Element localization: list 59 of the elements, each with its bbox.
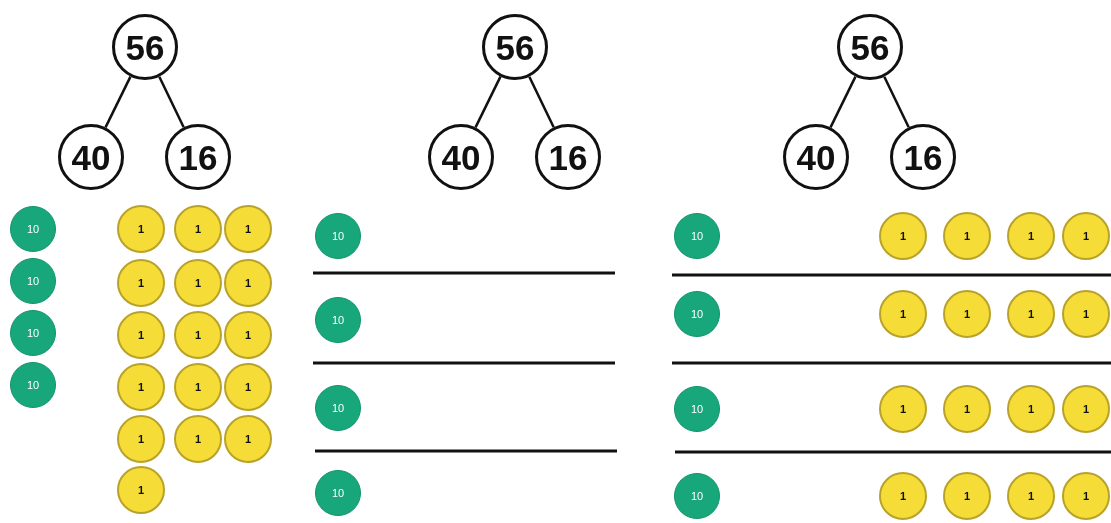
ten-counter: 10 xyxy=(315,470,361,516)
ten-counter: 10 xyxy=(674,473,720,519)
number-circle: 16 xyxy=(890,124,956,190)
connector-line xyxy=(883,76,910,128)
one-counter: 1 xyxy=(1062,212,1110,260)
number-circle: 16 xyxy=(535,124,601,190)
one-counter: 1 xyxy=(943,472,991,520)
one-counter: 1 xyxy=(117,205,165,253)
ten-counter: 10 xyxy=(315,385,361,431)
one-counter: 1 xyxy=(174,205,222,253)
one-counter: 1 xyxy=(943,290,991,338)
number-circle: 16 xyxy=(165,124,231,190)
one-counter: 1 xyxy=(117,311,165,359)
one-counter: 1 xyxy=(1062,290,1110,338)
ten-counter: 10 xyxy=(674,213,720,259)
one-counter: 1 xyxy=(879,212,927,260)
connector-line xyxy=(528,76,555,128)
one-counter: 1 xyxy=(117,415,165,463)
one-counter: 1 xyxy=(174,259,222,307)
connector-line xyxy=(474,76,502,128)
ten-counter: 10 xyxy=(10,206,56,252)
one-counter: 1 xyxy=(1062,472,1110,520)
connector-line xyxy=(829,76,857,128)
ten-counter: 10 xyxy=(10,362,56,408)
ten-counter: 10 xyxy=(10,258,56,304)
one-counter: 1 xyxy=(1007,212,1055,260)
connector-line xyxy=(104,76,132,128)
one-counter: 1 xyxy=(943,212,991,260)
one-counter: 1 xyxy=(117,363,165,411)
one-counter: 1 xyxy=(224,363,272,411)
one-counter: 1 xyxy=(943,385,991,433)
one-counter: 1 xyxy=(879,290,927,338)
one-counter: 1 xyxy=(1007,290,1055,338)
one-counter: 1 xyxy=(174,311,222,359)
ten-counter: 10 xyxy=(674,291,720,337)
one-counter: 1 xyxy=(1007,472,1055,520)
one-counter: 1 xyxy=(224,205,272,253)
connector-line xyxy=(158,76,185,128)
one-counter: 1 xyxy=(879,472,927,520)
one-counter: 1 xyxy=(1062,385,1110,433)
ten-counter: 10 xyxy=(315,213,361,259)
one-counter: 1 xyxy=(1007,385,1055,433)
number-circle: 40 xyxy=(783,124,849,190)
one-counter: 1 xyxy=(174,415,222,463)
number-circle: 40 xyxy=(58,124,124,190)
ten-counter: 10 xyxy=(315,297,361,343)
one-counter: 1 xyxy=(224,259,272,307)
one-counter: 1 xyxy=(117,466,165,514)
number-circle: 56 xyxy=(112,14,178,80)
one-counter: 1 xyxy=(224,311,272,359)
number-circle: 40 xyxy=(428,124,494,190)
number-circle: 56 xyxy=(482,14,548,80)
number-circle: 56 xyxy=(837,14,903,80)
ten-counter: 10 xyxy=(10,310,56,356)
one-counter: 1 xyxy=(174,363,222,411)
one-counter: 1 xyxy=(224,415,272,463)
one-counter: 1 xyxy=(879,385,927,433)
ten-counter: 10 xyxy=(674,386,720,432)
one-counter: 1 xyxy=(117,259,165,307)
